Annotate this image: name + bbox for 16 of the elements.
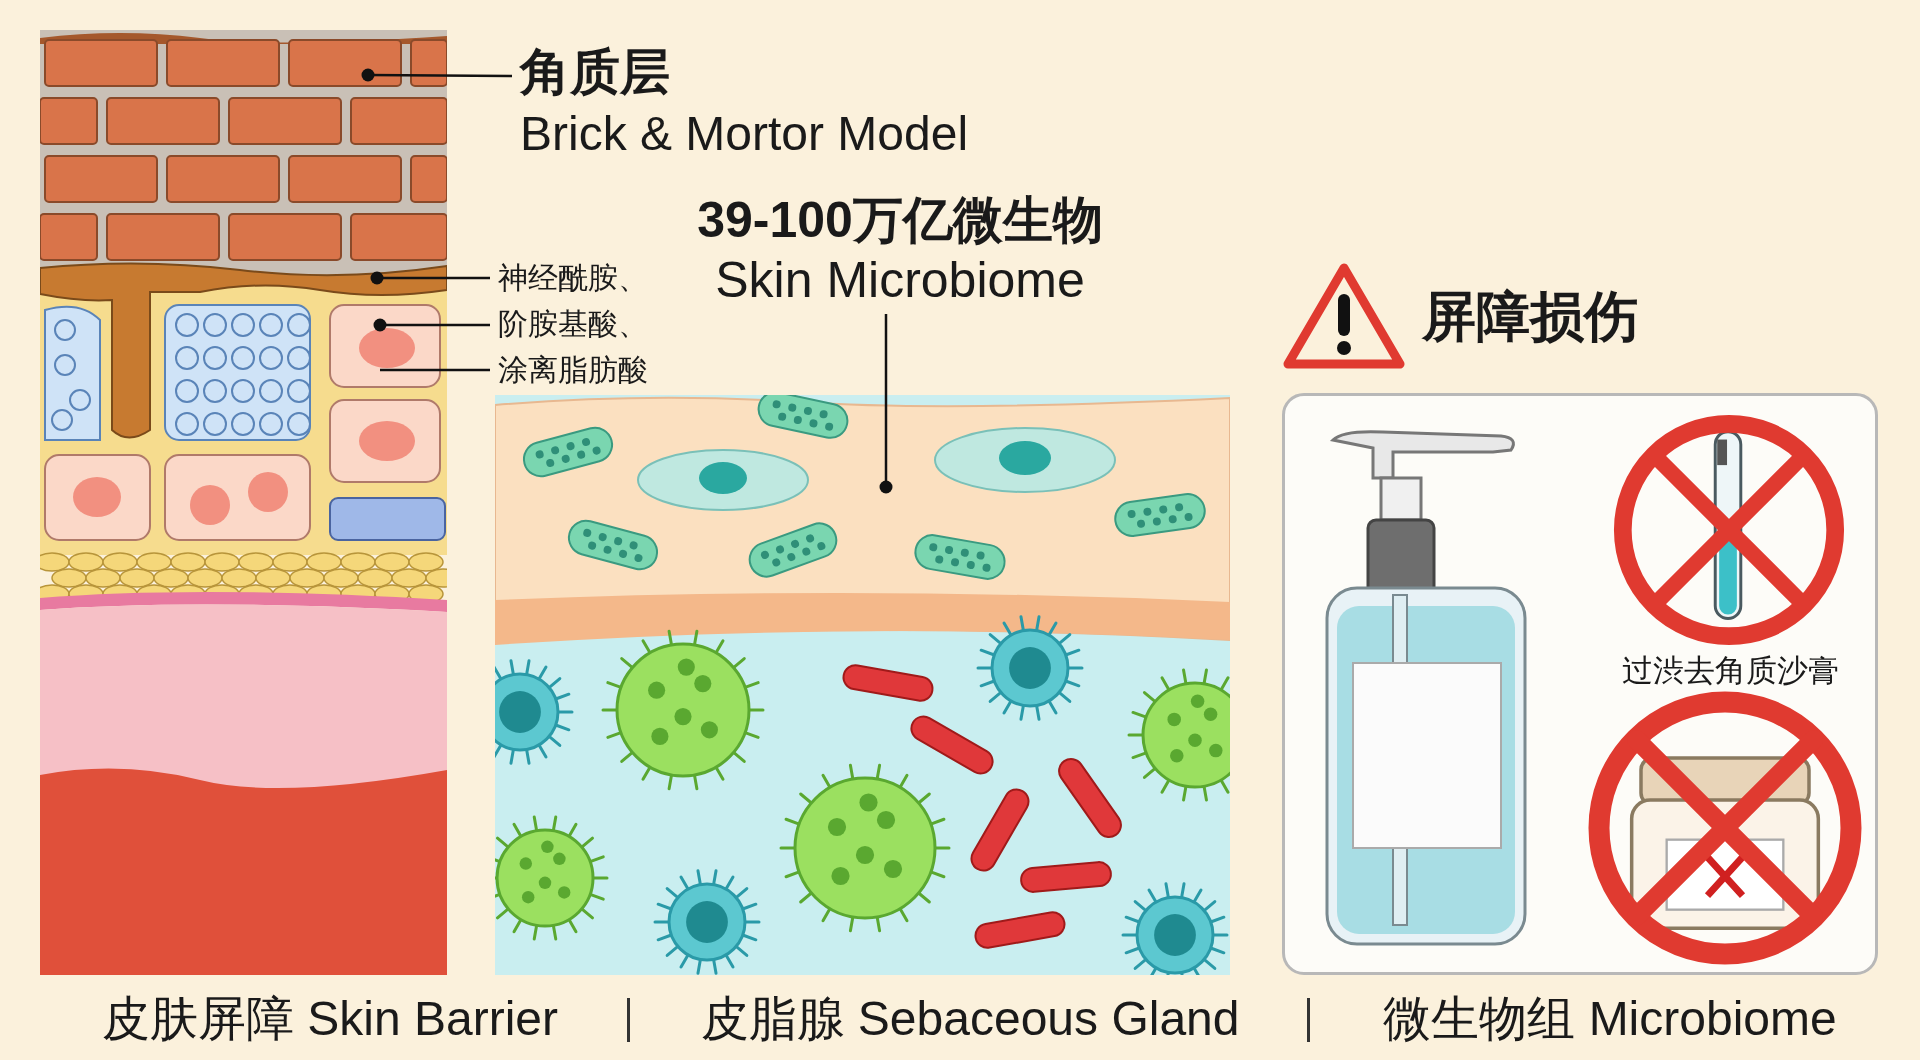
leader-line xyxy=(370,271,490,285)
product-panel xyxy=(1282,393,1878,975)
section-caption: 皮脂腺 Sebaceous Gland xyxy=(699,991,1241,1047)
product-warning-text: 过渋去角质沙膏 xyxy=(1620,652,1840,690)
section-caption: 微生物组 Microbiome xyxy=(1382,991,1838,1047)
microbiome-title: Skin Microbiome xyxy=(715,251,1085,310)
microbe-count: 39-100万亿微生物 xyxy=(697,191,1103,250)
leader-line xyxy=(380,368,490,372)
barrier-damage-heading: 屏障损伤 xyxy=(1422,285,1638,348)
leader-line xyxy=(373,318,490,332)
model-name: Brick & Mortor Model xyxy=(520,106,969,162)
leader-line xyxy=(361,68,512,82)
section-caption: 皮肤屏障 Skin Barrier xyxy=(100,991,560,1047)
lipid-list: 神经酰胺、阶胺基酸、涂离脂肪酸 xyxy=(498,255,650,393)
leader-line xyxy=(879,314,893,494)
layer-title: 角质层 xyxy=(520,43,671,102)
